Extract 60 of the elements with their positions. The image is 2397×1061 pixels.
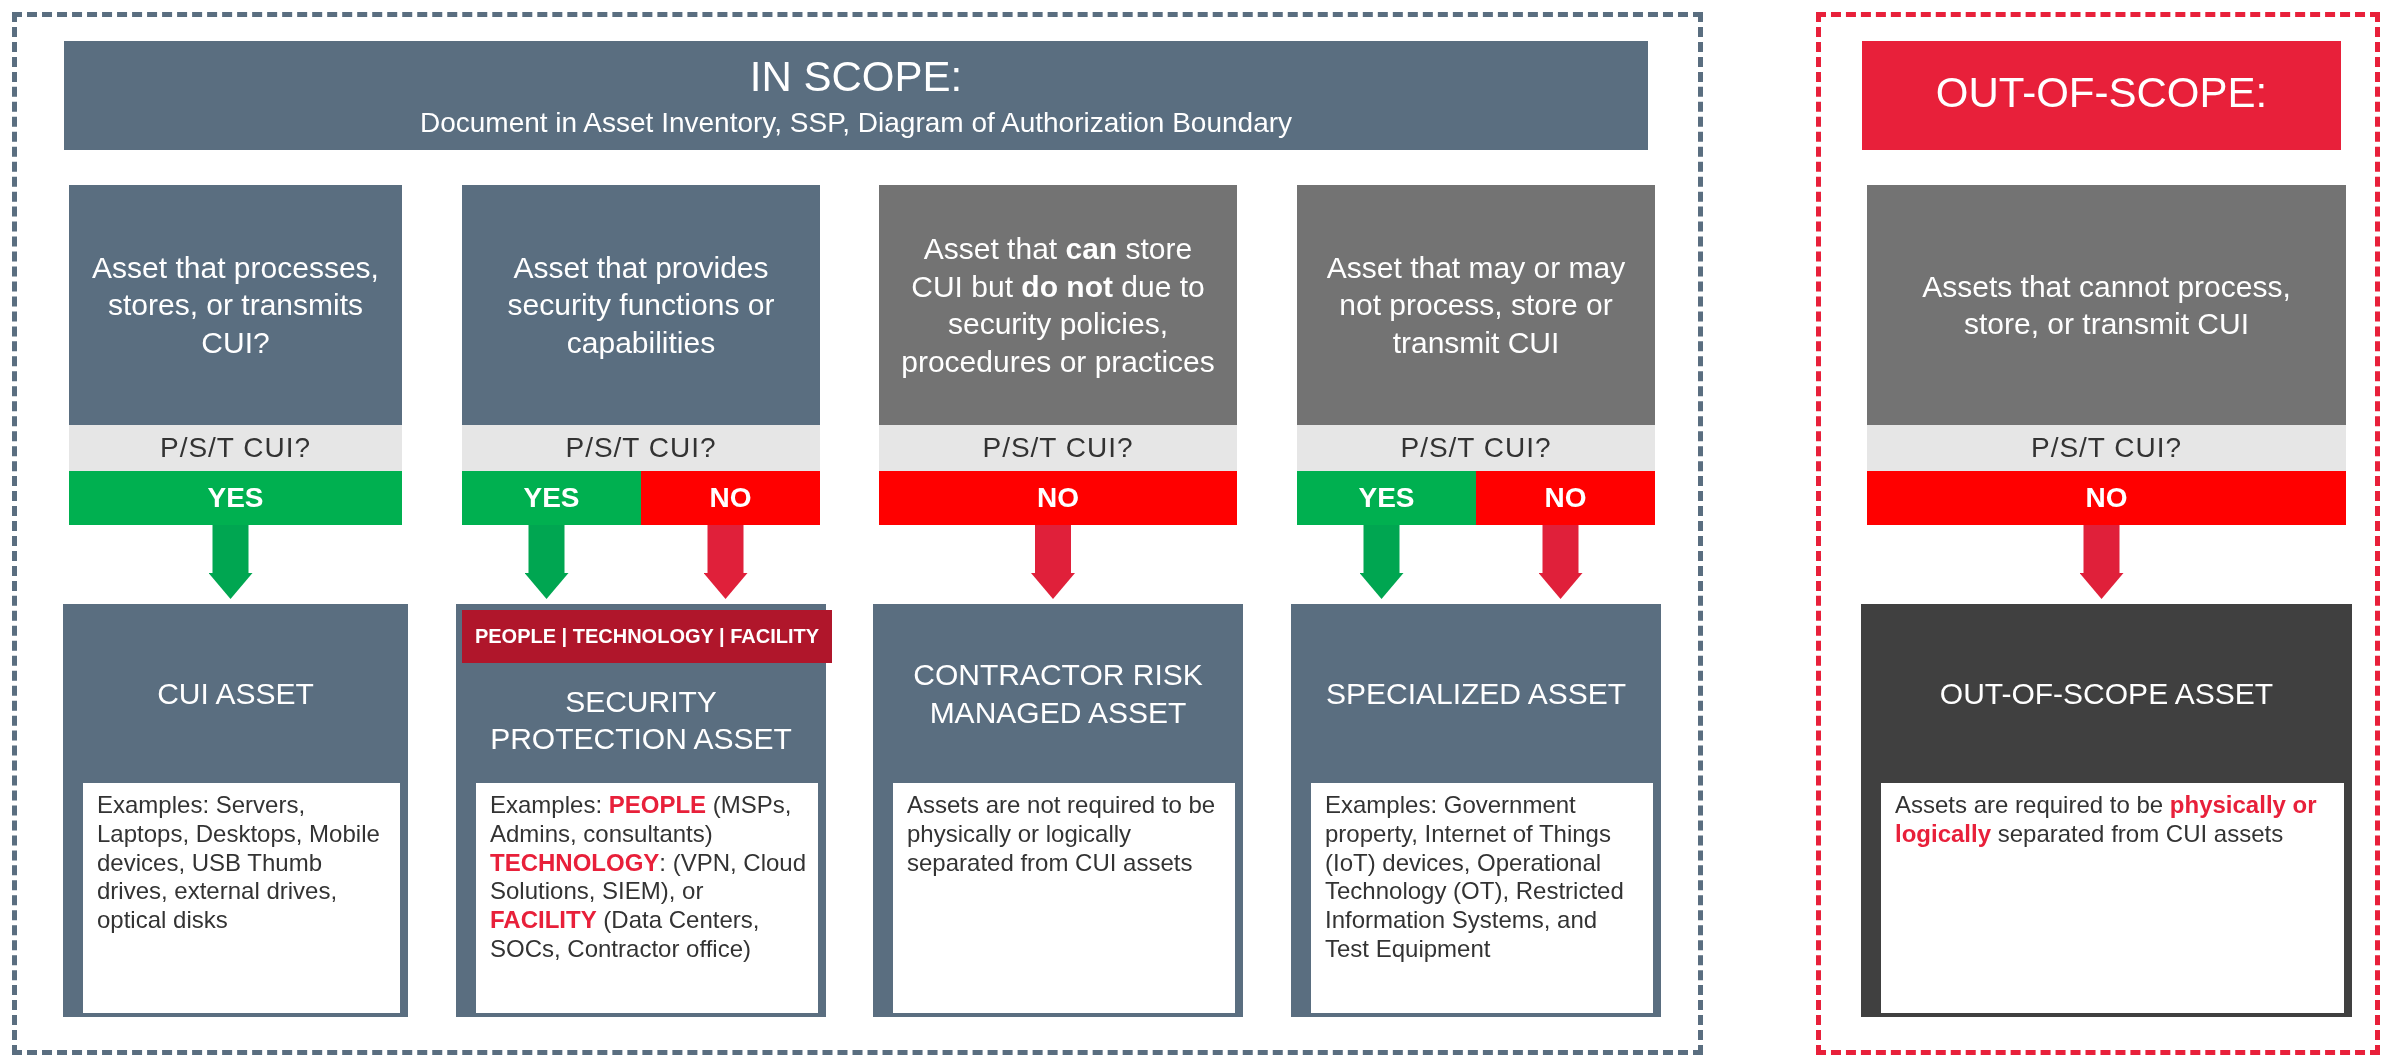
examples-box bbox=[83, 783, 400, 1013]
answer-label: YES bbox=[207, 482, 264, 514]
examples-box bbox=[476, 783, 818, 1013]
answer-bar bbox=[641, 471, 820, 525]
criteria-text: P/S/T CUI? bbox=[982, 432, 1134, 464]
category-band bbox=[462, 610, 832, 663]
criteria-text: P/S/T CUI? bbox=[2030, 432, 2183, 464]
examples-text: Assets are required to be physically or logically separated from CUI assets bbox=[1895, 791, 2318, 849]
question-box bbox=[69, 185, 402, 425]
question-text: Asset that provides security functions or capabilities bbox=[506, 249, 776, 361]
answer-bar bbox=[1867, 471, 2346, 525]
answer-bar bbox=[462, 471, 641, 525]
criteria-text: P/S/T CUI? bbox=[159, 432, 312, 464]
answer-label: NO bbox=[2085, 482, 2128, 514]
asset-title: OUT-OF-SCOPE ASSET bbox=[1939, 675, 2274, 712]
answer-label: NO bbox=[1544, 482, 1587, 514]
subheading: Document in Asset Inventory, SSP, Diagram of Authorization Boundary bbox=[419, 106, 1293, 139]
scope-frame bbox=[1816, 12, 2380, 1055]
question-text: Asset that may or may not process, store or transmit CUI bbox=[1325, 249, 1627, 361]
question-text: Asset that can store CUI but do not due to security policies, procedures or practices bbox=[900, 231, 1216, 380]
answer-bar bbox=[1297, 471, 1476, 525]
examples-box bbox=[1311, 783, 1653, 1013]
criteria-band bbox=[1297, 425, 1655, 471]
heading: OUT-OF-SCOPE: bbox=[1935, 68, 2268, 117]
asset-box bbox=[63, 604, 408, 1017]
answer-label: NO bbox=[1037, 482, 1079, 514]
examples-text: Examples: Government property, Internet of Things (IoT) devices, Operational Technology (OT), Restricted Information Systems, and Test Equipment bbox=[1325, 791, 1625, 964]
examples-text: Examples: PEOPLE (MSPs, Admins, consultants) TECHNOLOGY: (VPN, Cloud Solutions, SIEM), or FACILITY (Data Centers, SOCs, Contractor office) bbox=[490, 791, 808, 964]
examples-text: Examples: Servers, Laptops, Desktops, Mobile devices, USB Thumb drives, external drives, optical disks bbox=[97, 791, 381, 935]
examples-box bbox=[893, 783, 1235, 1013]
asset-title: SPECIALIZED ASSET bbox=[1325, 675, 1627, 712]
heading: IN SCOPE: bbox=[749, 52, 963, 101]
criteria-band bbox=[879, 425, 1237, 471]
scope-frame bbox=[12, 12, 1703, 1055]
answer-label: NO bbox=[709, 482, 752, 514]
question-box bbox=[462, 185, 820, 425]
asset-title: SECURITY PROTECTION ASSET bbox=[489, 683, 793, 757]
answer-bar bbox=[1476, 471, 1655, 525]
question-box bbox=[1867, 185, 2346, 425]
asset-title: CONTRACTOR RISK MANAGED ASSET bbox=[912, 657, 1204, 731]
question-box bbox=[879, 185, 1237, 425]
asset-title: CUI ASSET bbox=[157, 675, 314, 712]
question-text: Asset that processes, stores, or transmits CUI? bbox=[91, 249, 380, 361]
category-text: PEOPLE | TECHNOLOGY | FACILITY bbox=[474, 625, 820, 648]
criteria-band bbox=[1867, 425, 2346, 471]
examples-box bbox=[1881, 783, 2344, 1013]
examples-text: Assets are not required to be physically or logically separated from CUI assets bbox=[907, 791, 1217, 878]
answer-bar bbox=[69, 471, 402, 525]
asset-box bbox=[873, 604, 1243, 1017]
criteria-text: P/S/T CUI? bbox=[565, 432, 717, 464]
criteria-band bbox=[462, 425, 820, 471]
asset-box bbox=[1861, 604, 2352, 1017]
question-box bbox=[1297, 185, 1655, 425]
asset-box bbox=[1291, 604, 1661, 1017]
criteria-band bbox=[69, 425, 402, 471]
answer-label: YES bbox=[1358, 482, 1415, 514]
answer-label: YES bbox=[523, 482, 580, 514]
question-text: Assets that cannot process, store, or transmit CUI bbox=[1921, 268, 2292, 342]
criteria-text: P/S/T CUI? bbox=[1400, 432, 1552, 464]
answer-bar bbox=[879, 471, 1237, 525]
